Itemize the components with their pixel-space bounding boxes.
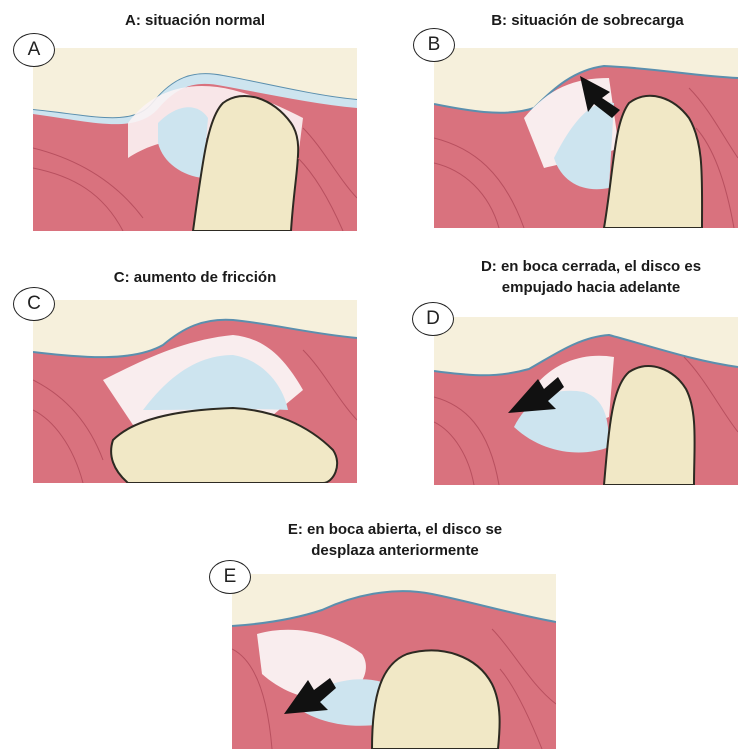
badge-a: A: [13, 33, 55, 67]
panel-b-illustration: [434, 48, 738, 228]
caption-a: A: situación normal: [30, 10, 360, 31]
badge-d: D: [412, 302, 454, 336]
badge-c: C: [13, 287, 55, 321]
badge-b: B: [413, 28, 455, 62]
panel-a-illustration: [33, 48, 357, 231]
caption-b: B: situación de sobrecarga: [430, 10, 745, 31]
badge-e: E: [209, 560, 251, 594]
panel-c-illustration: [33, 300, 357, 483]
caption-d: D: en boca cerrada, el disco es empujado…: [435, 256, 747, 298]
panel-e-illustration: [232, 574, 556, 749]
caption-e: E: en boca abierta, el disco se desplaza…: [230, 519, 560, 561]
caption-c: C: aumento de fricción: [30, 267, 360, 288]
panel-d-illustration: [434, 317, 738, 485]
